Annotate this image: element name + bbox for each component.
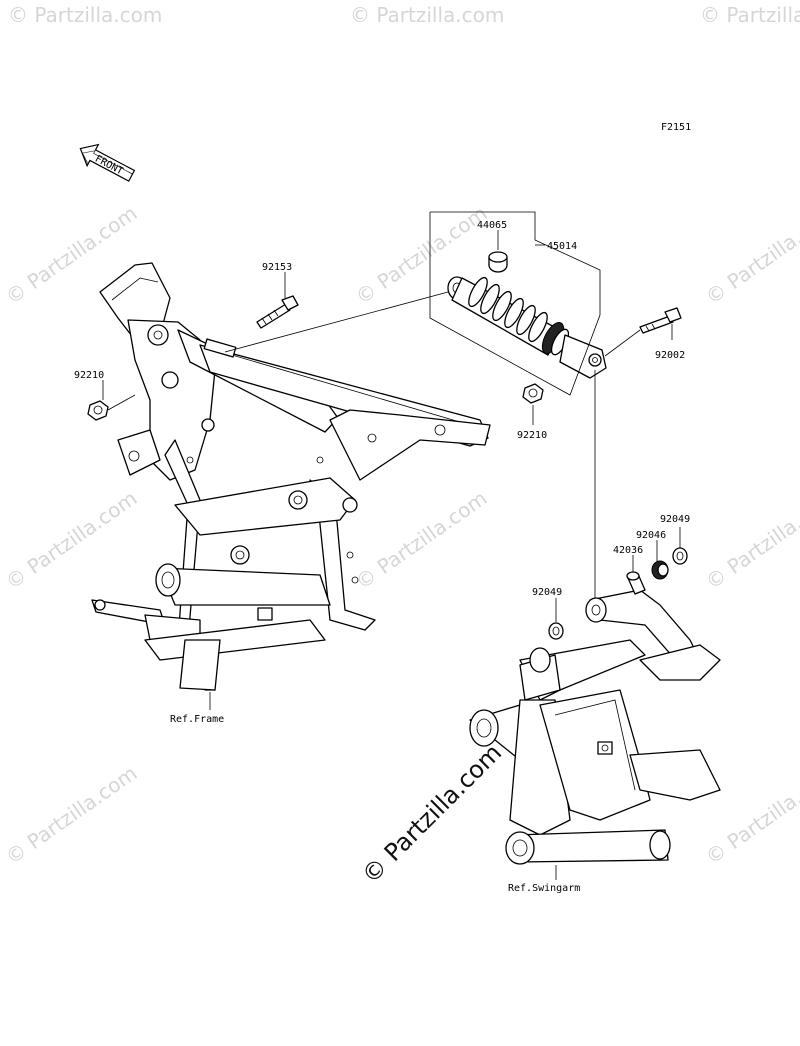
washer-92049-top — [672, 547, 688, 565]
swingarm-drawing — [469, 589, 721, 865]
watermark: © Partzilla.com — [701, 486, 800, 594]
diagram-code: F2151 — [661, 122, 691, 133]
callout-45014: 45014 — [547, 241, 577, 252]
shock-absorber — [447, 276, 607, 379]
watermark: © Partzilla.com — [351, 486, 491, 594]
frame-drawing — [91, 262, 491, 691]
bushing-44065 — [488, 251, 508, 273]
bolt-92002 — [639, 307, 682, 334]
watermark: © Partzilla.com — [350, 3, 504, 27]
leader-lines — [102, 211, 681, 880]
callout-92002: 92002 — [655, 350, 685, 361]
nut-92210-left — [87, 400, 109, 421]
callout-labels: 92153 92210 44065 45014 92002 92210 9204… — [74, 220, 690, 894]
watermark: © Partzilla.com — [701, 201, 800, 309]
seal-92046 — [651, 560, 669, 580]
watermark: © Partzilla.com — [701, 761, 800, 869]
callout-44065: 44065 — [477, 220, 507, 231]
front-arrow-icon: FRONT — [79, 143, 136, 182]
callout-92210-right: 92210 — [517, 430, 547, 441]
callout-92049-top: 92049 — [660, 514, 690, 525]
callout-92046: 92046 — [636, 530, 666, 541]
ref-swingarm-label: Ref.Swingarm — [508, 883, 580, 894]
bolt-92153 — [256, 295, 299, 329]
ref-frame-label: Ref.Frame — [170, 714, 224, 725]
watermark: © Partzilla.com — [1, 761, 141, 869]
watermark: © Partzilla.com — [8, 3, 162, 27]
watermark: © Partzilla.com — [700, 3, 800, 27]
washer-92049-left — [548, 622, 564, 640]
callout-92210-left: 92210 — [74, 370, 104, 381]
callout-92049-left: 92049 — [532, 587, 562, 598]
callout-92153: 92153 — [262, 262, 292, 273]
watermark-main: © Partzilla.com — [356, 738, 507, 889]
collar-42036 — [626, 571, 646, 595]
callout-42036: 42036 — [613, 545, 643, 556]
nut-92210-right — [522, 383, 544, 404]
spring-coils — [468, 276, 548, 343]
watermark: © Partzilla.com — [1, 486, 141, 594]
